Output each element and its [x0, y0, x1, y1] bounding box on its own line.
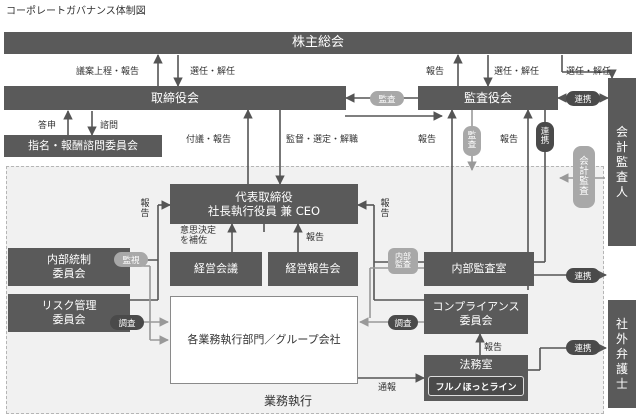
nomination-committee: 指名・報酬諮問委員会: [4, 135, 162, 157]
shareholders-meeting: 株主総会: [4, 32, 632, 54]
label-agenda-report: 議案上程・報告: [76, 67, 140, 77]
board-of-directors: 取締役会: [4, 86, 346, 110]
label-report-5: 報告: [484, 343, 503, 353]
label-refer-report: 付議・報告: [186, 135, 232, 145]
audit-board: 監査役会: [418, 86, 558, 110]
label-report-3: 報告: [500, 135, 519, 145]
label-report-4: 報告: [306, 233, 325, 243]
label-elect-dismiss-1: 選任・解任: [190, 67, 236, 77]
investigate-pill-2: 調査: [388, 315, 418, 330]
internal-audit-office: 内部監査室: [424, 252, 534, 286]
accounting-auditor: 会 計 監 査 人: [608, 78, 636, 246]
label-consult: 諮問: [100, 121, 119, 131]
label-elect-dismiss-2: 選任・解任: [494, 67, 540, 77]
accounting-audit-pill: 会計 監査: [573, 146, 595, 208]
internal-audit-pill: 内部 監査: [388, 248, 418, 274]
label-report-2: 報告: [418, 135, 437, 145]
label-decision-support: 意思決定 を補佐: [180, 226, 217, 247]
page-title: コーポレートガバナンス体制図: [6, 6, 146, 17]
business-units: 各業務執行部門／グループ会社: [170, 296, 358, 384]
internal-control-committee: 内部統制 委員会: [8, 248, 130, 286]
label-report-v1: 報告: [140, 199, 150, 219]
ceo: 代表取締役 社長執行役員 兼 CEO: [170, 184, 358, 224]
label-reply: 答申: [38, 121, 57, 131]
coop-pill-2: 連携: [566, 268, 600, 283]
external-lawyer: 社 外 弁 護 士: [608, 300, 636, 408]
management-report-meeting: 経営報告会: [268, 252, 358, 286]
coop-pill-3: 連携: [566, 340, 600, 355]
label-report-1: 報告: [426, 67, 445, 77]
monitor-pill: 監視: [114, 252, 148, 267]
coop-vertical-pill: 連携: [536, 122, 554, 152]
audit-pill: 監査: [370, 91, 404, 106]
label-elect-dismiss-3: 選任・解任: [566, 67, 612, 77]
label-report-v2: 報告: [380, 199, 390, 219]
management-meeting: 経営会議: [170, 252, 262, 286]
compliance-committee: コンプライアンス 委員会: [424, 294, 528, 334]
label-notify: 通報: [378, 383, 397, 393]
risk-management-committee: リスク管理 委員会: [8, 294, 130, 332]
execution-label: 業務執行: [264, 394, 313, 408]
label-supervise-elect: 監督・選定・解職: [286, 135, 359, 145]
hotline-badge: フルノほっとライン: [428, 376, 524, 396]
investigate-pill-1: 調査: [110, 315, 144, 330]
audit-vertical-pill: 監査: [463, 126, 481, 156]
coop-pill-1: 連携: [566, 91, 600, 106]
